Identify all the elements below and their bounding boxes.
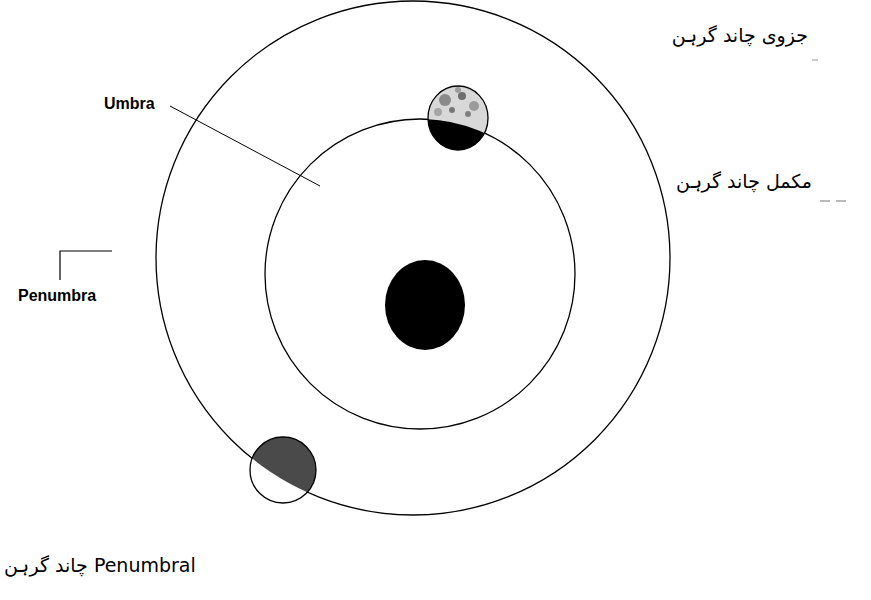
penumbra-circle — [156, 1, 670, 515]
penumbra-circle-overlay — [156, 1, 670, 515]
umbra-leader — [170, 106, 320, 186]
dash-mark — [836, 201, 846, 202]
region-label-holder: Umbra — [104, 95, 155, 113]
eclipse-type-label: Penumbral چاند گرہن — [4, 554, 196, 576]
eclipse-type-label-holder: جزوی چاند گرہن — [672, 24, 808, 46]
eclipse-type-label-holder: Penumbral چاند گرہن — [4, 554, 196, 576]
penumbral-moon-shade — [250, 437, 316, 503]
total-moon — [385, 260, 465, 350]
region-label: Umbra — [104, 95, 155, 112]
eclipse-type-label: جزوی چاند گرہن — [672, 24, 808, 46]
dash-mark — [812, 60, 818, 61]
penumbral-moon — [250, 437, 316, 503]
eclipse-type-label: مکمل چاند گرہن — [676, 170, 812, 192]
region-label-holder: Penumbra — [18, 287, 96, 305]
penumbra-leader — [60, 251, 112, 280]
penumbral-moon-outline — [250, 437, 316, 503]
region-label: Penumbra — [18, 287, 96, 304]
eclipse-type-label-holder: مکمل چاند گرہن — [676, 170, 812, 192]
partial-moon-outline — [428, 86, 488, 150]
umbra-circle — [265, 119, 575, 429]
dash-mark — [820, 201, 830, 202]
partial-moon — [420, 80, 500, 160]
